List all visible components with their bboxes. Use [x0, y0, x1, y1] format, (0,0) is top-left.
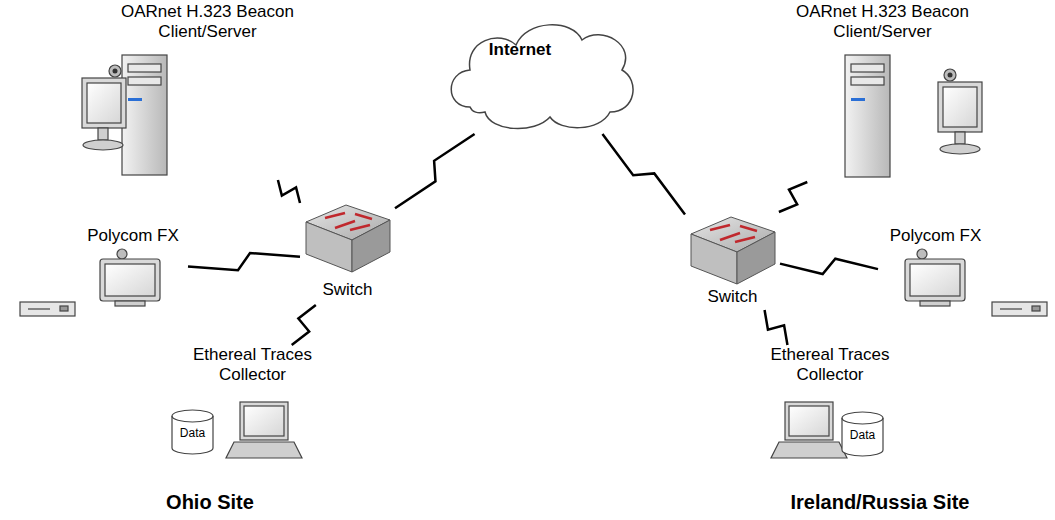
node-label: Polycom FX [73, 226, 193, 246]
server-node: OARnet H.323 Beacon Client/Server [785, 2, 1000, 182]
switch-icon [306, 205, 390, 272]
lightning-link [292, 305, 316, 345]
switch-node: Switch [685, 212, 780, 310]
node-label: Internet [440, 40, 600, 60]
videoconference-node: Polycom FX [18, 226, 188, 322]
lightning-link [780, 259, 878, 274]
videoconference-unit-icon [905, 249, 1047, 316]
node-label: OARnet H.323 Beacon Client/Server [785, 2, 980, 42]
server-node: OARnet H.323 Beacon Client/Server [75, 2, 310, 180]
switch-node: Switch [300, 200, 395, 305]
switch-icon [691, 217, 775, 284]
node-label: Ethereal Traces Collector [740, 345, 920, 385]
node-label: Data [840, 428, 885, 442]
computer-icon [845, 55, 982, 177]
node-label: Ethereal Traces Collector [165, 345, 340, 385]
node-label: Data [170, 426, 215, 440]
node-label: OARnet H.323 Beacon Client/Server [110, 2, 305, 42]
collector-node: Ethereal Traces CollectorData [740, 345, 920, 475]
lightning-link [188, 253, 300, 270]
lightning-link [779, 182, 807, 212]
node-label: Switch [685, 287, 780, 307]
laptop-icon [226, 402, 302, 458]
data-cylinder: Data [170, 408, 215, 456]
node-label: Switch [300, 280, 395, 300]
laptop-icon [771, 402, 847, 458]
lightning-link [602, 134, 685, 215]
videoconference-node: Polycom FX [878, 226, 1052, 322]
collector-node: Ethereal Traces CollectorData [165, 345, 340, 475]
videoconference-unit-icon [20, 249, 160, 316]
cloud-outline [440, 12, 640, 134]
site-label: Ireland/Russia Site [755, 490, 1005, 514]
lightning-link [765, 310, 788, 345]
data-cylinder: Data [840, 410, 885, 458]
node-label: Polycom FX [878, 226, 993, 246]
computer-icon [82, 55, 167, 175]
internet-cloud: Internet [440, 12, 640, 134]
site-label: Ohio Site [130, 490, 290, 514]
lightning-link [395, 134, 475, 208]
lightning-link [278, 180, 300, 203]
